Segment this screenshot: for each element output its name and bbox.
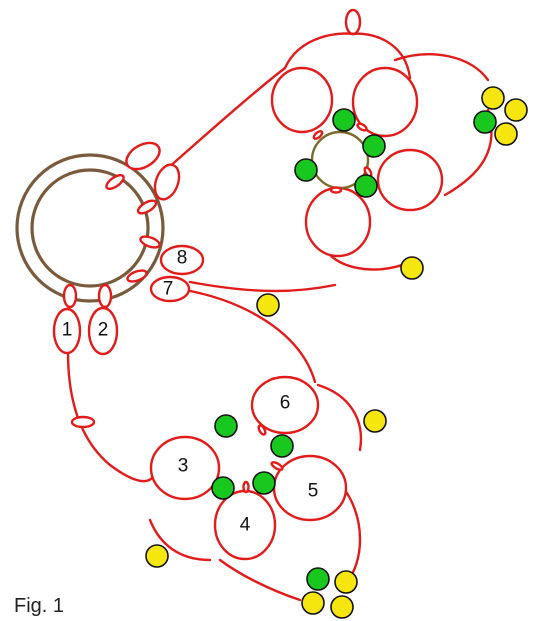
center-ring-inner	[30, 168, 150, 288]
small-ring-c	[105, 173, 125, 191]
yellow-bead	[400, 256, 424, 280]
ring-3	[149, 435, 221, 501]
label-7: 7	[163, 279, 174, 300]
bottom-flower-joiner-3	[242, 480, 250, 494]
green-bead	[362, 134, 386, 158]
green-bead	[270, 434, 294, 458]
top-flower-ring-left	[270, 66, 334, 134]
yellow-bead	[481, 86, 505, 110]
small-ring-f	[126, 269, 148, 283]
top-large-chain	[283, 32, 412, 80]
ring-8	[159, 244, 205, 276]
bottom-flower-joiner-1	[257, 424, 267, 436]
label-2: 2	[98, 320, 109, 341]
figure-caption: Fig. 1	[14, 595, 64, 617]
green-bead	[294, 158, 318, 182]
top-picot	[344, 8, 362, 36]
small-ring-a	[125, 141, 161, 171]
left-chain-picot	[70, 415, 96, 429]
yellow-bead	[494, 122, 518, 146]
top-flower-joiner-1	[312, 130, 324, 140]
center-small-rings	[62, 141, 181, 429]
label-1: 1	[62, 320, 73, 341]
top-flower-ring-bottom	[304, 186, 372, 258]
yellow-bead	[145, 544, 169, 568]
green-bead	[354, 174, 378, 198]
small-ring-h	[97, 283, 113, 309]
green-beads	[211, 108, 497, 591]
yellow-bead	[504, 98, 528, 122]
ring-6	[250, 375, 320, 435]
green-bead	[473, 110, 497, 134]
yellow-bead	[334, 570, 358, 594]
yellow-beads	[145, 86, 528, 619]
yellow-bead	[301, 591, 325, 615]
green-bead	[214, 414, 238, 438]
ring-7	[149, 275, 191, 303]
label-8: 8	[177, 248, 188, 269]
chain-r8-to-top-flower	[188, 280, 337, 293]
label-6: 6	[280, 393, 291, 414]
yellow-bead	[256, 293, 280, 317]
ring-2	[87, 306, 119, 356]
green-bead	[252, 471, 276, 495]
chain-top-arc	[158, 66, 287, 177]
ring-labels: 1 2 3 4 5 6 7 8	[62, 248, 319, 536]
yellow-bead	[330, 595, 354, 619]
ring-1	[52, 307, 82, 355]
top-flower-joiner-2	[356, 122, 368, 132]
chain-flower2-right	[316, 383, 363, 452]
small-ring-d	[136, 199, 158, 215]
small-ring-e	[139, 235, 161, 249]
green-bead	[211, 476, 235, 500]
chain-left-down	[66, 350, 154, 483]
chain-r7-to-bottom-flower	[183, 288, 317, 384]
top-flower-ring-top	[351, 66, 419, 138]
small-ring-g	[62, 283, 78, 309]
label-4: 4	[240, 515, 251, 536]
chain-bottom-right-top	[328, 253, 412, 271]
bottom-flower	[149, 375, 348, 561]
chain-flower2-bottom	[218, 558, 302, 602]
green-bead	[306, 567, 330, 591]
center-ring-outer	[15, 153, 165, 303]
chains	[66, 53, 493, 602]
label-5: 5	[308, 481, 319, 502]
small-ring-b	[153, 163, 181, 201]
chain-flower2-left	[148, 518, 212, 562]
label-3: 3	[178, 456, 189, 477]
center-ring	[15, 153, 165, 303]
top-flower	[270, 66, 444, 258]
yellow-bead	[363, 409, 387, 433]
bottom-flower-joiner-2	[270, 461, 284, 471]
numbered-rings	[52, 244, 205, 356]
top-flower-joiner-4	[329, 186, 343, 194]
green-bead	[332, 108, 356, 132]
chain-top-right	[393, 53, 490, 82]
top-flower-ring-right	[376, 148, 444, 212]
